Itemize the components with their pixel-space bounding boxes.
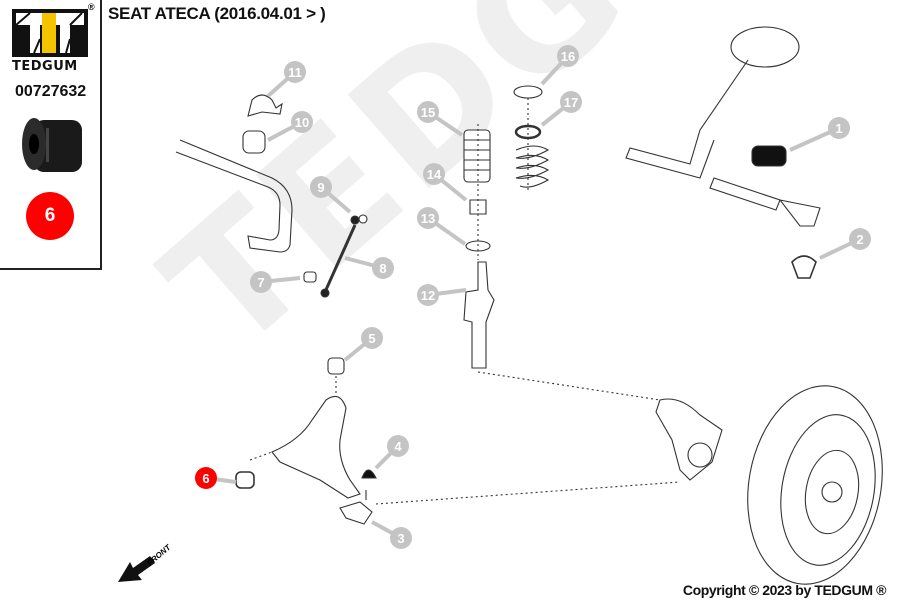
callout-number: 17 xyxy=(564,95,578,110)
callout-circle xyxy=(250,271,272,293)
bushing-product-image xyxy=(22,118,82,172)
front-arrow-icon xyxy=(118,556,155,582)
callout-circle xyxy=(361,327,383,349)
callout-15[interactable]: 15 xyxy=(417,101,464,137)
callout-number: 16 xyxy=(561,49,575,64)
callout-12[interactable]: 12 xyxy=(417,284,467,306)
control-arm-rear-bushing xyxy=(327,357,345,375)
callout-circle xyxy=(417,284,439,306)
stabilizer-bar xyxy=(175,139,293,253)
bearing xyxy=(514,124,542,140)
copyright: Copyright © 2023 by TEDGUM ® xyxy=(682,582,887,598)
tedgum-logo-icon xyxy=(12,9,88,57)
callout-number: 15 xyxy=(421,105,435,120)
tie-rod-end xyxy=(778,199,821,227)
callout-circle xyxy=(372,257,394,279)
stabilizer-bracket xyxy=(247,94,283,117)
callout-circle xyxy=(310,176,332,198)
front-label: FRONT xyxy=(146,542,174,567)
callout-circle xyxy=(828,117,850,139)
wheel xyxy=(747,385,883,585)
callout-13[interactable]: 13 xyxy=(417,207,467,246)
dust-cover xyxy=(463,129,491,183)
callout-4[interactable]: 4 xyxy=(374,435,409,470)
ball-joint-boot xyxy=(361,469,377,479)
part-number: 00727632 xyxy=(15,83,87,100)
page-title: SEAT ATECA (2016.04.01 > ) xyxy=(108,4,326,23)
callout-number: 8 xyxy=(379,261,386,276)
callout-number: 12 xyxy=(421,288,435,303)
stabilizer-bushing xyxy=(303,271,317,283)
callout-17[interactable]: 17 xyxy=(540,91,582,127)
callout-number: 2 xyxy=(856,232,863,247)
callout-circle xyxy=(387,435,409,457)
callout-1[interactable]: 1 xyxy=(789,117,850,152)
callout-14[interactable]: 14 xyxy=(423,163,468,202)
callout-9[interactable]: 9 xyxy=(310,176,352,214)
callout-number: 10 xyxy=(295,115,309,130)
callout-circle xyxy=(560,91,582,113)
callout-number: 6 xyxy=(202,471,209,486)
callout-16[interactable]: 16 xyxy=(540,45,579,86)
callout-circle xyxy=(291,111,313,133)
callout-circle xyxy=(423,163,445,185)
selected-callout-badge: 6 xyxy=(26,192,74,240)
callout-number: 13 xyxy=(421,211,435,226)
strut-mount xyxy=(513,85,543,99)
registered-mark: ® xyxy=(88,2,95,12)
callout-number: 4 xyxy=(394,439,402,454)
ball-joint xyxy=(339,490,373,525)
callout-number: 11 xyxy=(288,65,302,80)
callout-number: 5 xyxy=(368,331,375,346)
steering-knuckle xyxy=(655,398,723,481)
steering-column xyxy=(625,59,749,179)
callout-10[interactable]: 10 xyxy=(267,111,313,142)
stabilizer-link xyxy=(323,224,357,293)
stabilizer-bar-bushing xyxy=(242,130,266,154)
callout-number: 7 xyxy=(257,275,264,290)
callout-circle xyxy=(849,228,871,250)
tie-rod-end-boot xyxy=(791,255,817,279)
callout-number: 9 xyxy=(317,180,324,195)
callout-3[interactable]: 3 xyxy=(371,520,412,549)
bump-stop xyxy=(469,199,487,215)
callout-2[interactable]: 2 xyxy=(819,228,871,260)
control-arm-front-bushing xyxy=(235,471,255,489)
steering-rack-boot xyxy=(751,145,787,167)
shock-absorber xyxy=(463,261,495,369)
callout-circle xyxy=(557,45,579,67)
callout-circle xyxy=(417,101,439,123)
callout-5[interactable]: 5 xyxy=(343,327,383,362)
callout-circle xyxy=(195,467,217,489)
callout-11[interactable]: 11 xyxy=(266,61,306,98)
brand-name: TEDGUM xyxy=(12,59,78,74)
callout-number: 3 xyxy=(397,531,404,546)
tie-rod xyxy=(709,177,781,211)
callout-7[interactable]: 7 xyxy=(250,271,301,293)
callout-number: 1 xyxy=(835,121,842,136)
coil-spring xyxy=(515,145,550,188)
callout-circle xyxy=(417,207,439,229)
callout-6[interactable]: 6 xyxy=(195,467,237,489)
control-arm xyxy=(271,395,361,499)
product-sidebar: ® TEDGUM 00727632 6 xyxy=(0,0,102,270)
callout-8[interactable]: 8 xyxy=(344,256,394,279)
steering-wheel xyxy=(730,26,800,68)
link-nut xyxy=(358,214,368,224)
callout-circle xyxy=(390,527,412,549)
callout-number: 14 xyxy=(427,167,442,182)
callout-circle xyxy=(284,61,306,83)
